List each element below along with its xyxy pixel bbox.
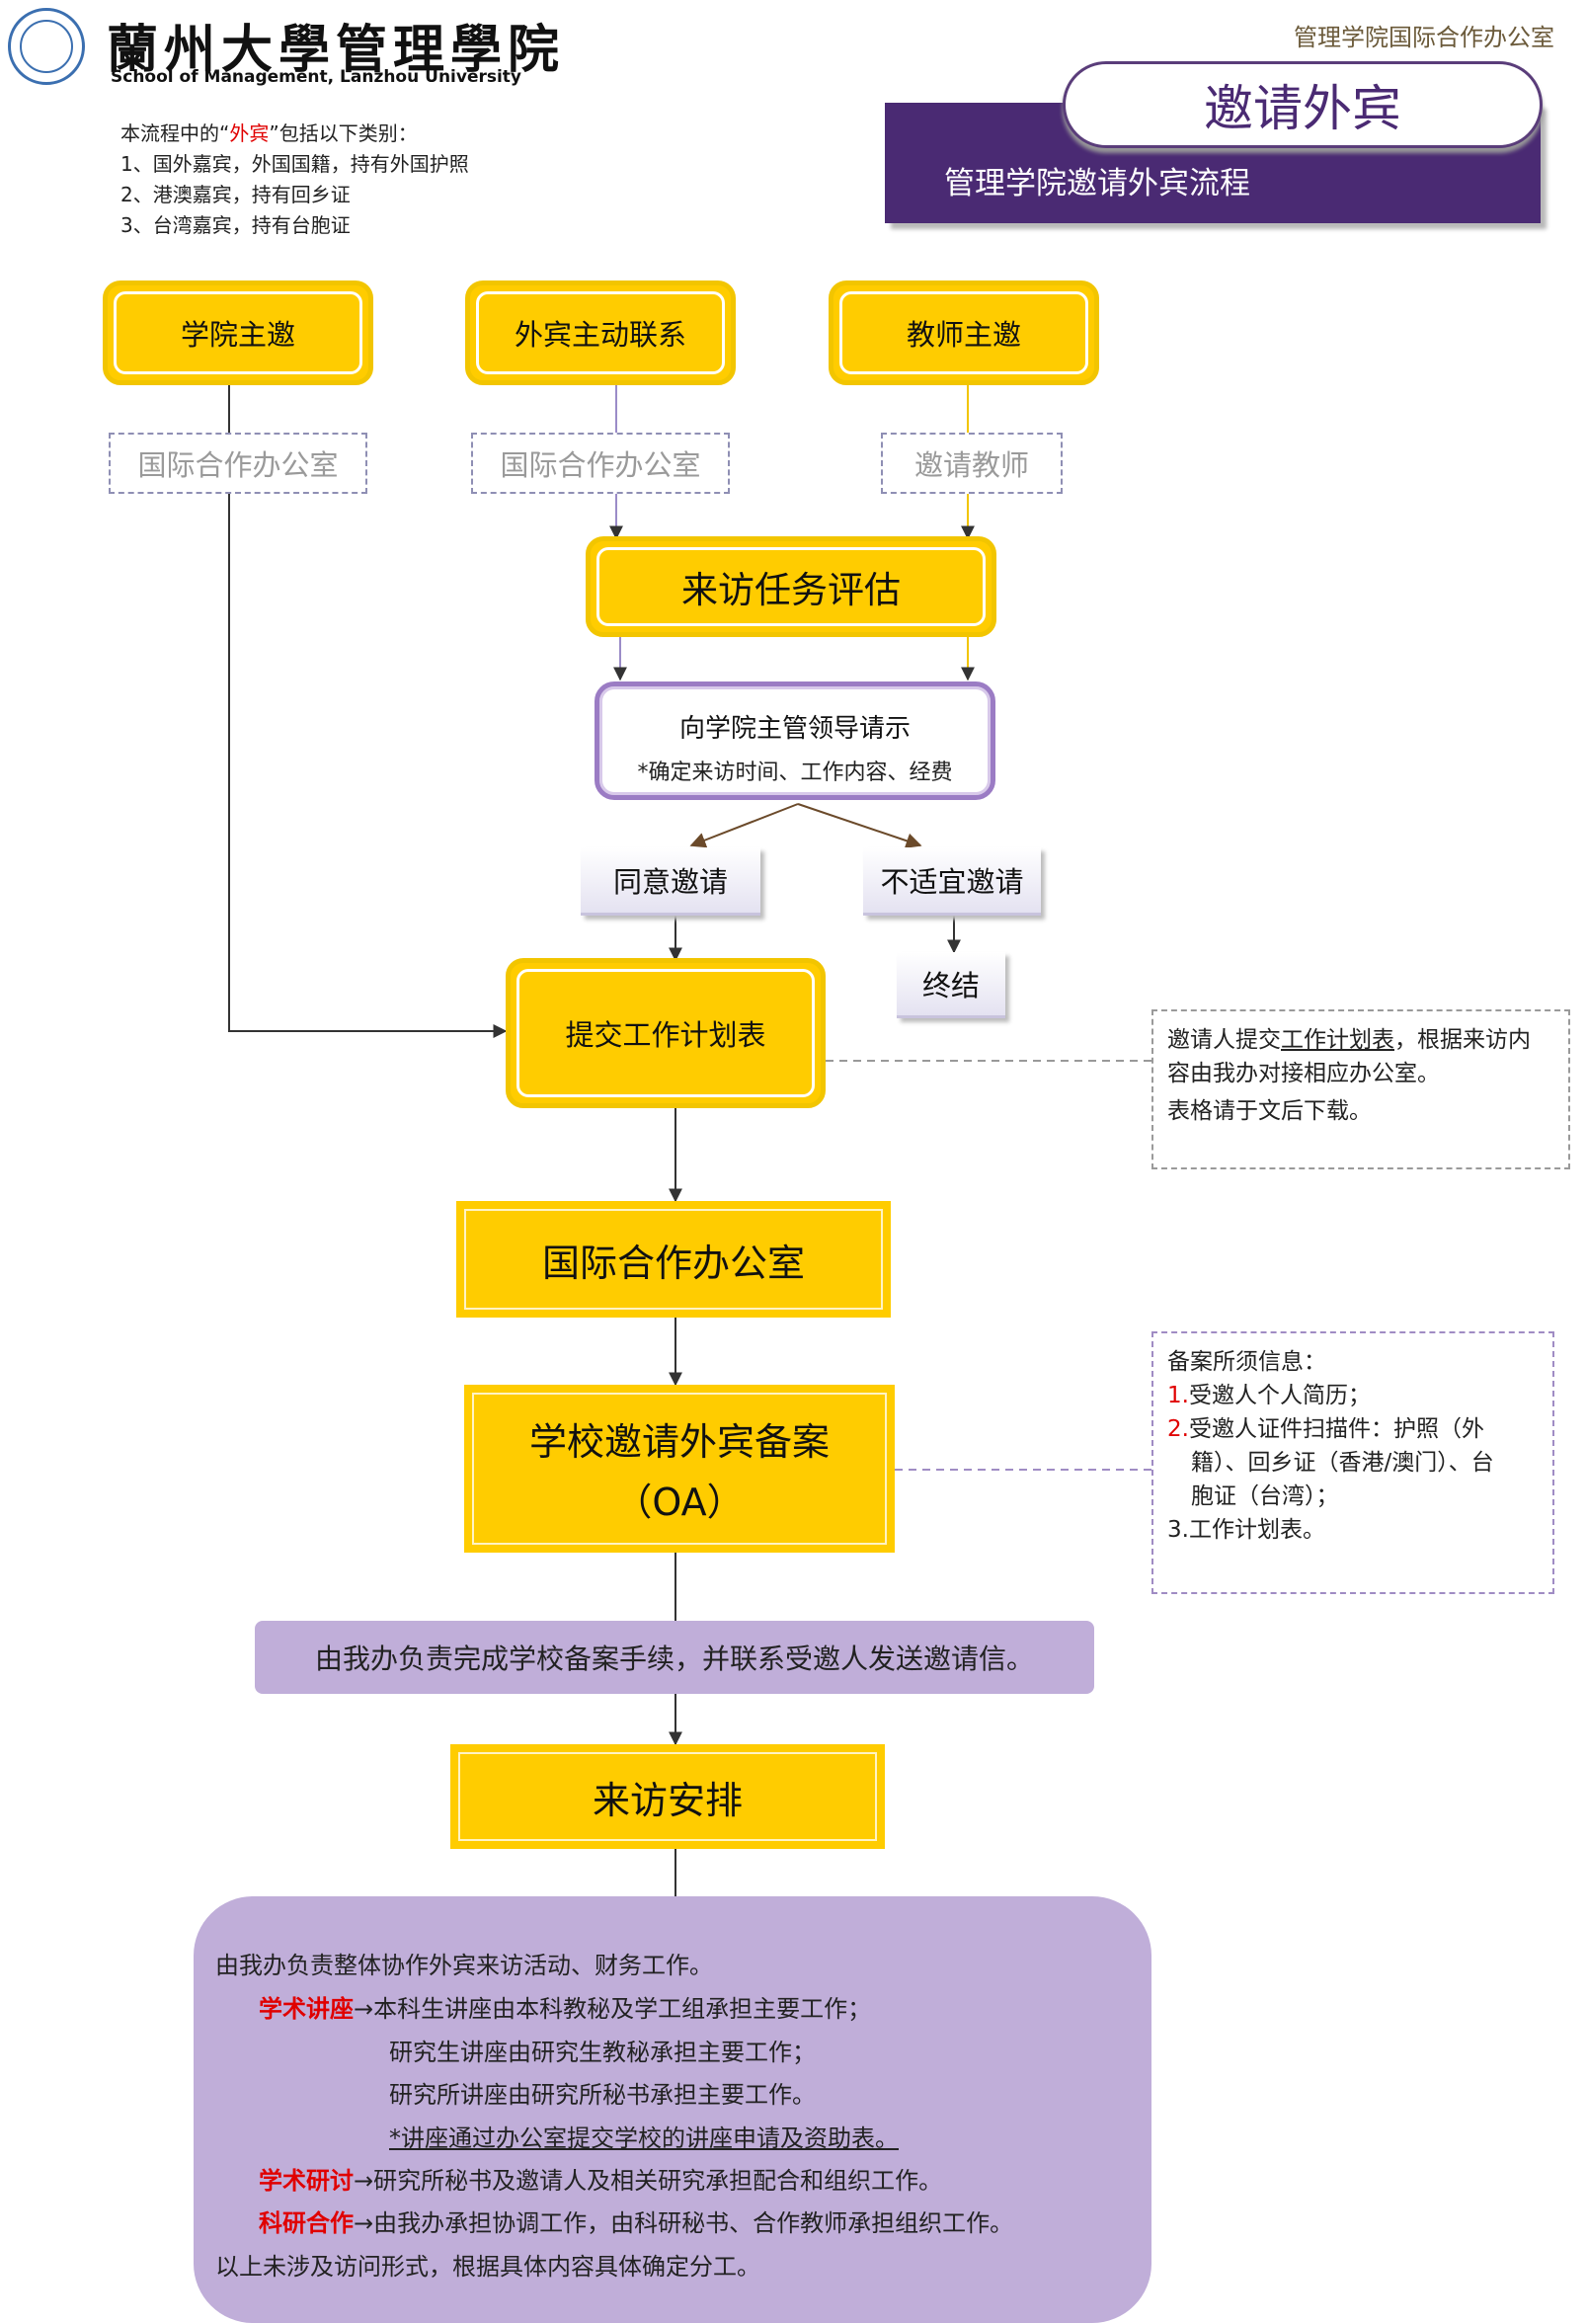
requirement-item: 受邀人证件扫描件：护照（外	[1188, 1416, 1484, 1442]
start-college-invite: 学院主邀	[103, 280, 373, 385]
edge-contact1-submit	[228, 494, 508, 1038]
panel-line: →研究所秘书及邀请人及相关研究承担配合和组织工作。	[354, 2167, 943, 2195]
start-teacher-invite: 教师主邀	[829, 280, 1099, 385]
item-number: 3.	[1167, 1517, 1189, 1543]
panel-line: 研究所讲座由研究所秘书承担主要工作。	[389, 2081, 816, 2109]
requirement-item-cont: 籍）、回乡证（香港/澳门）、台	[1191, 1450, 1494, 1476]
item-number: 2.	[1167, 1416, 1189, 1442]
decision-not-suitable: 不适宜邀请	[863, 847, 1041, 916]
requirement-item-cont: 胞证（台湾）；	[1191, 1483, 1339, 1509]
panel-outro: 以上未涉及访问形式，根据具体内容具体确定分工。	[215, 2253, 760, 2281]
filing-requirements-note: 备案所须信息： 1.受邀人个人简历； 2.受邀人证件扫描件：护照（外 籍）、回乡…	[1151, 1331, 1554, 1594]
edge-lead-agree	[689, 803, 799, 848]
keyword-academic-seminar: 学术研讨	[259, 2167, 354, 2195]
process-end: 终结	[897, 952, 1005, 1018]
contact-intl-office-2: 国际合作办公室	[471, 433, 730, 494]
note-item: 1、国外嘉宾，外国国籍，持有外国护照	[120, 152, 469, 176]
guest-definition-note: 本流程中的“外宾”包括以下类别： 1、国外嘉宾，外国国籍，持有外国护照 2、港澳…	[120, 119, 469, 241]
leader-request-box: 向学院主管领导请示 *确定来访时间、工作内容、经费	[595, 681, 995, 800]
filing-procedure-band: 由我办负责完成学校备案手续，并联系受邀人发送邀请信。	[255, 1621, 1094, 1694]
side-note-text: 容由我办对接相应办公室。	[1167, 1061, 1440, 1086]
requirement-item: 受邀人个人简历；	[1188, 1383, 1371, 1408]
note-prefix: 本流程中的“	[120, 121, 230, 145]
page-title: 邀请外宾	[1063, 61, 1543, 148]
keyword-academic-lecture: 学术讲座	[259, 1995, 354, 2023]
banner-subtitle: 管理学院邀请外宾流程	[944, 166, 1250, 201]
requirement-item: 工作计划表。	[1188, 1517, 1325, 1543]
contact-inviting-teacher: 邀请教师	[881, 433, 1063, 494]
panel-line: 研究生讲座由研究生教秘承担主要工作；	[389, 2039, 816, 2066]
side-note-download: 表格请于文后下载。	[1167, 1098, 1372, 1124]
start-guest-contact: 外宾主动联系	[465, 280, 736, 385]
edge-lead-disagree	[797, 803, 922, 848]
side-note-text: ，根据来访内	[1394, 1027, 1531, 1053]
contact-intl-office-1: 国际合作办公室	[109, 433, 367, 494]
note-item: 3、台湾嘉宾，持有台胞证	[120, 213, 351, 237]
visit-task-evaluation: 来访任务评估	[586, 536, 996, 637]
submit-work-plan: 提交工作计划表	[506, 958, 826, 1108]
decision-agree: 同意邀请	[581, 847, 760, 916]
logo-chinese-name: 蘭州大學管理學院	[107, 20, 566, 80]
note-item: 2、港澳嘉宾，持有回乡证	[120, 183, 351, 206]
panel-line: →由我办承担协调工作，由科研秘书、合作教师承担组织工作。	[354, 2209, 1014, 2237]
logo-english-name: School of Management, Lanzhou University	[111, 67, 522, 87]
panel-line: →本科生讲座由本科教秘及学工组承担主要工作；	[354, 1995, 872, 2023]
requirements-title: 备案所须信息：	[1167, 1349, 1326, 1375]
leader-request-note: *确定来访时间、工作内容、经费	[637, 761, 953, 785]
note-suffix: ”包括以下类别：	[269, 121, 418, 145]
work-plan-form-link: 工作计划表	[1281, 1027, 1394, 1053]
leader-request-title: 向学院主管领导请示	[678, 714, 911, 744]
filing-title: 学校邀请外宾备案	[528, 1420, 830, 1464]
panel-lecture-note: *讲座通过办公室提交学校的讲座申请及资助表。	[389, 2124, 899, 2152]
item-number: 1.	[1167, 1383, 1189, 1408]
filing-oa-label: （OA）	[614, 1481, 745, 1524]
intl-cooperation-office: 国际合作办公室	[456, 1201, 891, 1318]
work-plan-side-note: 邀请人提交工作计划表，根据来访内 容由我办对接相应办公室。 表格请于文后下载。	[1151, 1009, 1570, 1169]
school-filing-oa: 学校邀请外宾备案 （OA）	[464, 1385, 895, 1553]
responsibility-panel	[194, 1896, 1151, 2323]
side-note-text: 邀请人提交	[1167, 1027, 1281, 1053]
office-header-label: 管理学院国际合作办公室	[1294, 24, 1554, 51]
keyword-research-cooperation: 科研合作	[259, 2209, 354, 2237]
university-seal-logo	[8, 8, 85, 85]
note-keyword: 外宾	[229, 121, 270, 145]
panel-intro: 由我办负责整体协作外宾来访活动、财务工作。	[215, 1952, 713, 1979]
visit-arrangement: 来访安排	[450, 1744, 885, 1849]
